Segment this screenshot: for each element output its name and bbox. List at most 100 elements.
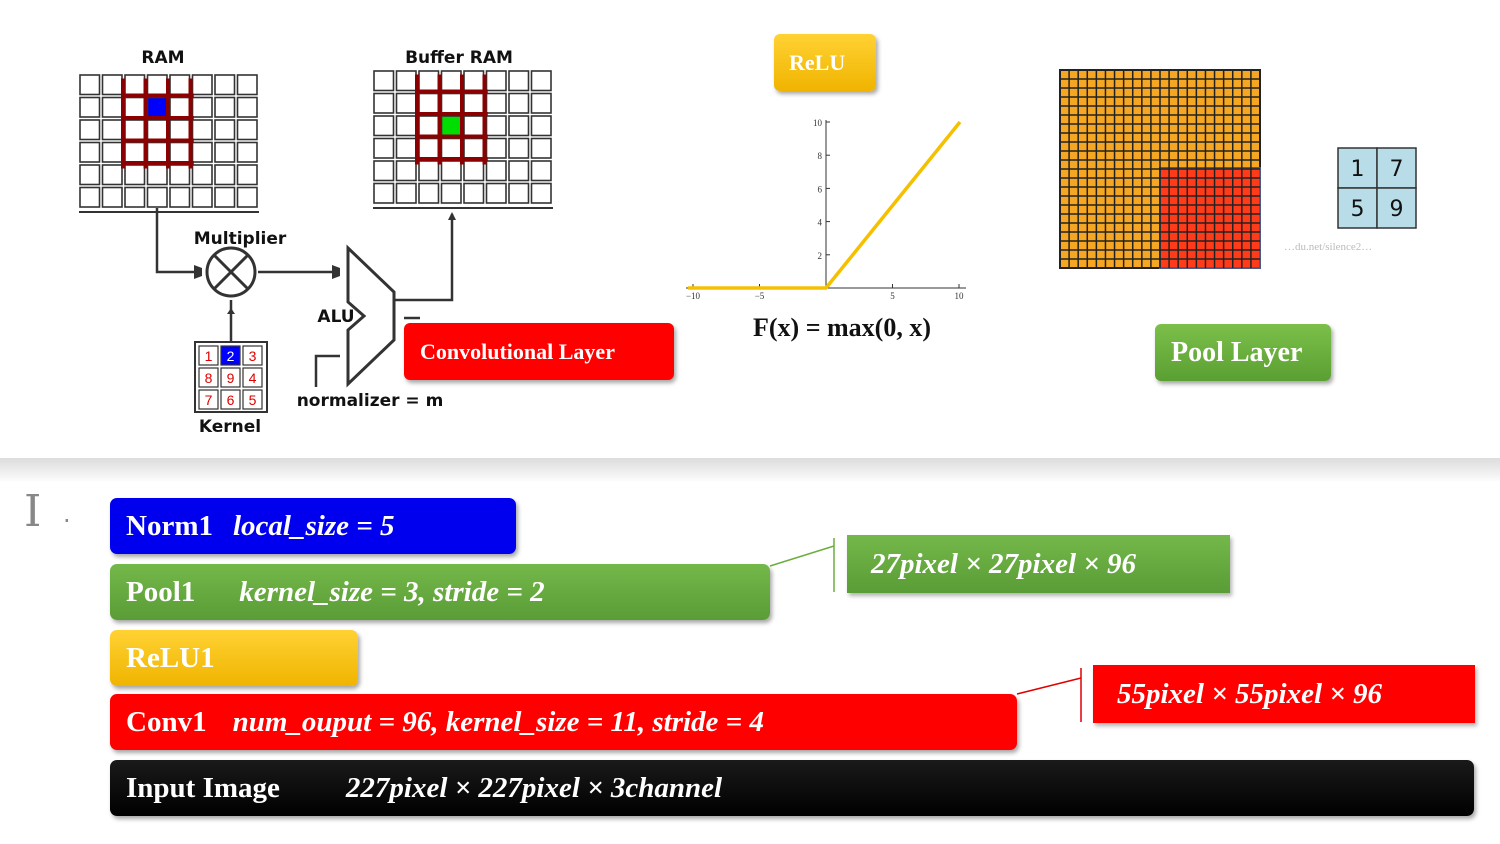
memory-cell: [169, 164, 191, 186]
memory-cell: [236, 96, 258, 118]
memory-cell: [101, 96, 123, 118]
memory-cell: [463, 137, 485, 159]
memory-cell: [508, 70, 530, 92]
multiplier-icon: [205, 246, 257, 298]
memory-cell: [191, 141, 213, 163]
memory-cell: [236, 186, 258, 208]
memory-cell: [485, 137, 507, 159]
memory-cell: [101, 119, 123, 141]
pool-output-value: 5: [1351, 197, 1365, 222]
pool-output-cell: [1337, 187, 1378, 229]
memory-cell: [463, 115, 485, 137]
memory-cell: [508, 182, 530, 204]
memory-cell: [485, 182, 507, 204]
memory-cell: [79, 164, 101, 186]
pool-window: [1159, 167, 1261, 269]
pool-output-cell: [1376, 187, 1417, 229]
memory-cell: [373, 160, 395, 182]
memory-cell: [373, 115, 395, 137]
x-tick-label: 5: [890, 291, 895, 301]
input-name: Input Image: [126, 771, 280, 804]
memory-cell: [418, 70, 440, 92]
y-tick-label: 4: [818, 218, 823, 228]
memory-cell: [79, 141, 101, 163]
memory-cell: [214, 119, 236, 141]
memory-cell: [485, 160, 507, 182]
memory-cell: [530, 70, 552, 92]
memory-cell: [236, 164, 258, 186]
convolutional-layer-badge: Convolutional Layer: [404, 323, 674, 380]
pool-output-callout: 27pixel × 27pixel × 96: [847, 535, 1230, 593]
memory-cell: [463, 160, 485, 182]
ram-grid: [79, 74, 259, 213]
y-tick-label: 10: [813, 118, 823, 128]
memory-cell: [485, 92, 507, 114]
memory-cell: [169, 96, 191, 118]
memory-cell: [508, 160, 530, 182]
x-tick-label: −10: [686, 291, 701, 301]
memory-cell: [124, 186, 146, 208]
kernel-cell: [242, 345, 263, 366]
memory-cell: [440, 70, 462, 92]
kernel-value: 8: [205, 370, 213, 386]
normalizer-label: normalizer = m: [297, 391, 444, 411]
conv1-layer: Conv1 num_ouput = 96, kernel_size = 11, …: [110, 694, 1017, 750]
kernel-value: 1: [205, 348, 213, 364]
kernel-cell: [220, 345, 241, 366]
memory-cell: [440, 115, 462, 137]
kernel-value: 5: [249, 392, 257, 408]
norm1-name: Norm1: [126, 509, 213, 542]
relu1-name: ReLU1: [126, 641, 215, 674]
memory-cell: [440, 160, 462, 182]
y-tick-label: 8: [818, 151, 823, 161]
memory-cell: [191, 96, 213, 118]
norm1-layer: Norm1 local_size = 5: [110, 498, 516, 554]
memory-cell: [508, 92, 530, 114]
kernel-cell: [198, 345, 219, 366]
memory-cell: [463, 92, 485, 114]
memory-cell: [191, 186, 213, 208]
memory-cell: [124, 74, 146, 96]
memory-cell: [395, 160, 417, 182]
norm1-params: local_size = 5: [232, 509, 395, 542]
memory-cell: [395, 137, 417, 159]
pool-output-value: 9: [1390, 197, 1404, 222]
memory-cell: [418, 115, 440, 137]
memory-cell: [485, 70, 507, 92]
section-dot: .: [63, 500, 71, 528]
memory-cell: [530, 115, 552, 137]
memory-cell: [418, 92, 440, 114]
memory-cell: [101, 164, 123, 186]
wires: [155, 208, 454, 387]
memory-cell: [124, 164, 146, 186]
buffer-ram-grid: [373, 70, 553, 209]
pool-output-cell: [1337, 147, 1378, 189]
kernel-cell: [198, 389, 219, 410]
kernel-value: 2: [227, 348, 235, 364]
x-tick-label: −5: [755, 291, 765, 301]
pool-layer-badge: Pool Layer: [1155, 324, 1331, 381]
memory-cell: [169, 74, 191, 96]
memory-cell: [79, 96, 101, 118]
kernel-cell: [242, 367, 263, 388]
kernel-value: 6: [227, 392, 235, 408]
kernel-value: 3: [249, 348, 257, 364]
conv-output-callout: 55pixel × 55pixel × 96: [1093, 665, 1475, 723]
pool-output-value: 7: [1390, 157, 1404, 182]
y-tick-label: 6: [818, 184, 823, 194]
memory-cell: [124, 96, 146, 118]
kernel-label: Kernel: [199, 417, 261, 437]
memory-cell: [530, 160, 552, 182]
memory-cell: [146, 164, 168, 186]
ram-label: RAM: [141, 48, 184, 68]
memory-cell: [191, 164, 213, 186]
relu1-layer: ReLU1: [110, 630, 358, 686]
memory-cell: [373, 70, 395, 92]
memory-cell: [395, 115, 417, 137]
kernel-value: 9: [227, 370, 235, 386]
buffer-ram-label: Buffer RAM: [405, 48, 513, 68]
multiplier-label: Multiplier: [194, 229, 287, 249]
memory-cell: [440, 137, 462, 159]
memory-cell: [79, 74, 101, 96]
memory-cell: [191, 119, 213, 141]
